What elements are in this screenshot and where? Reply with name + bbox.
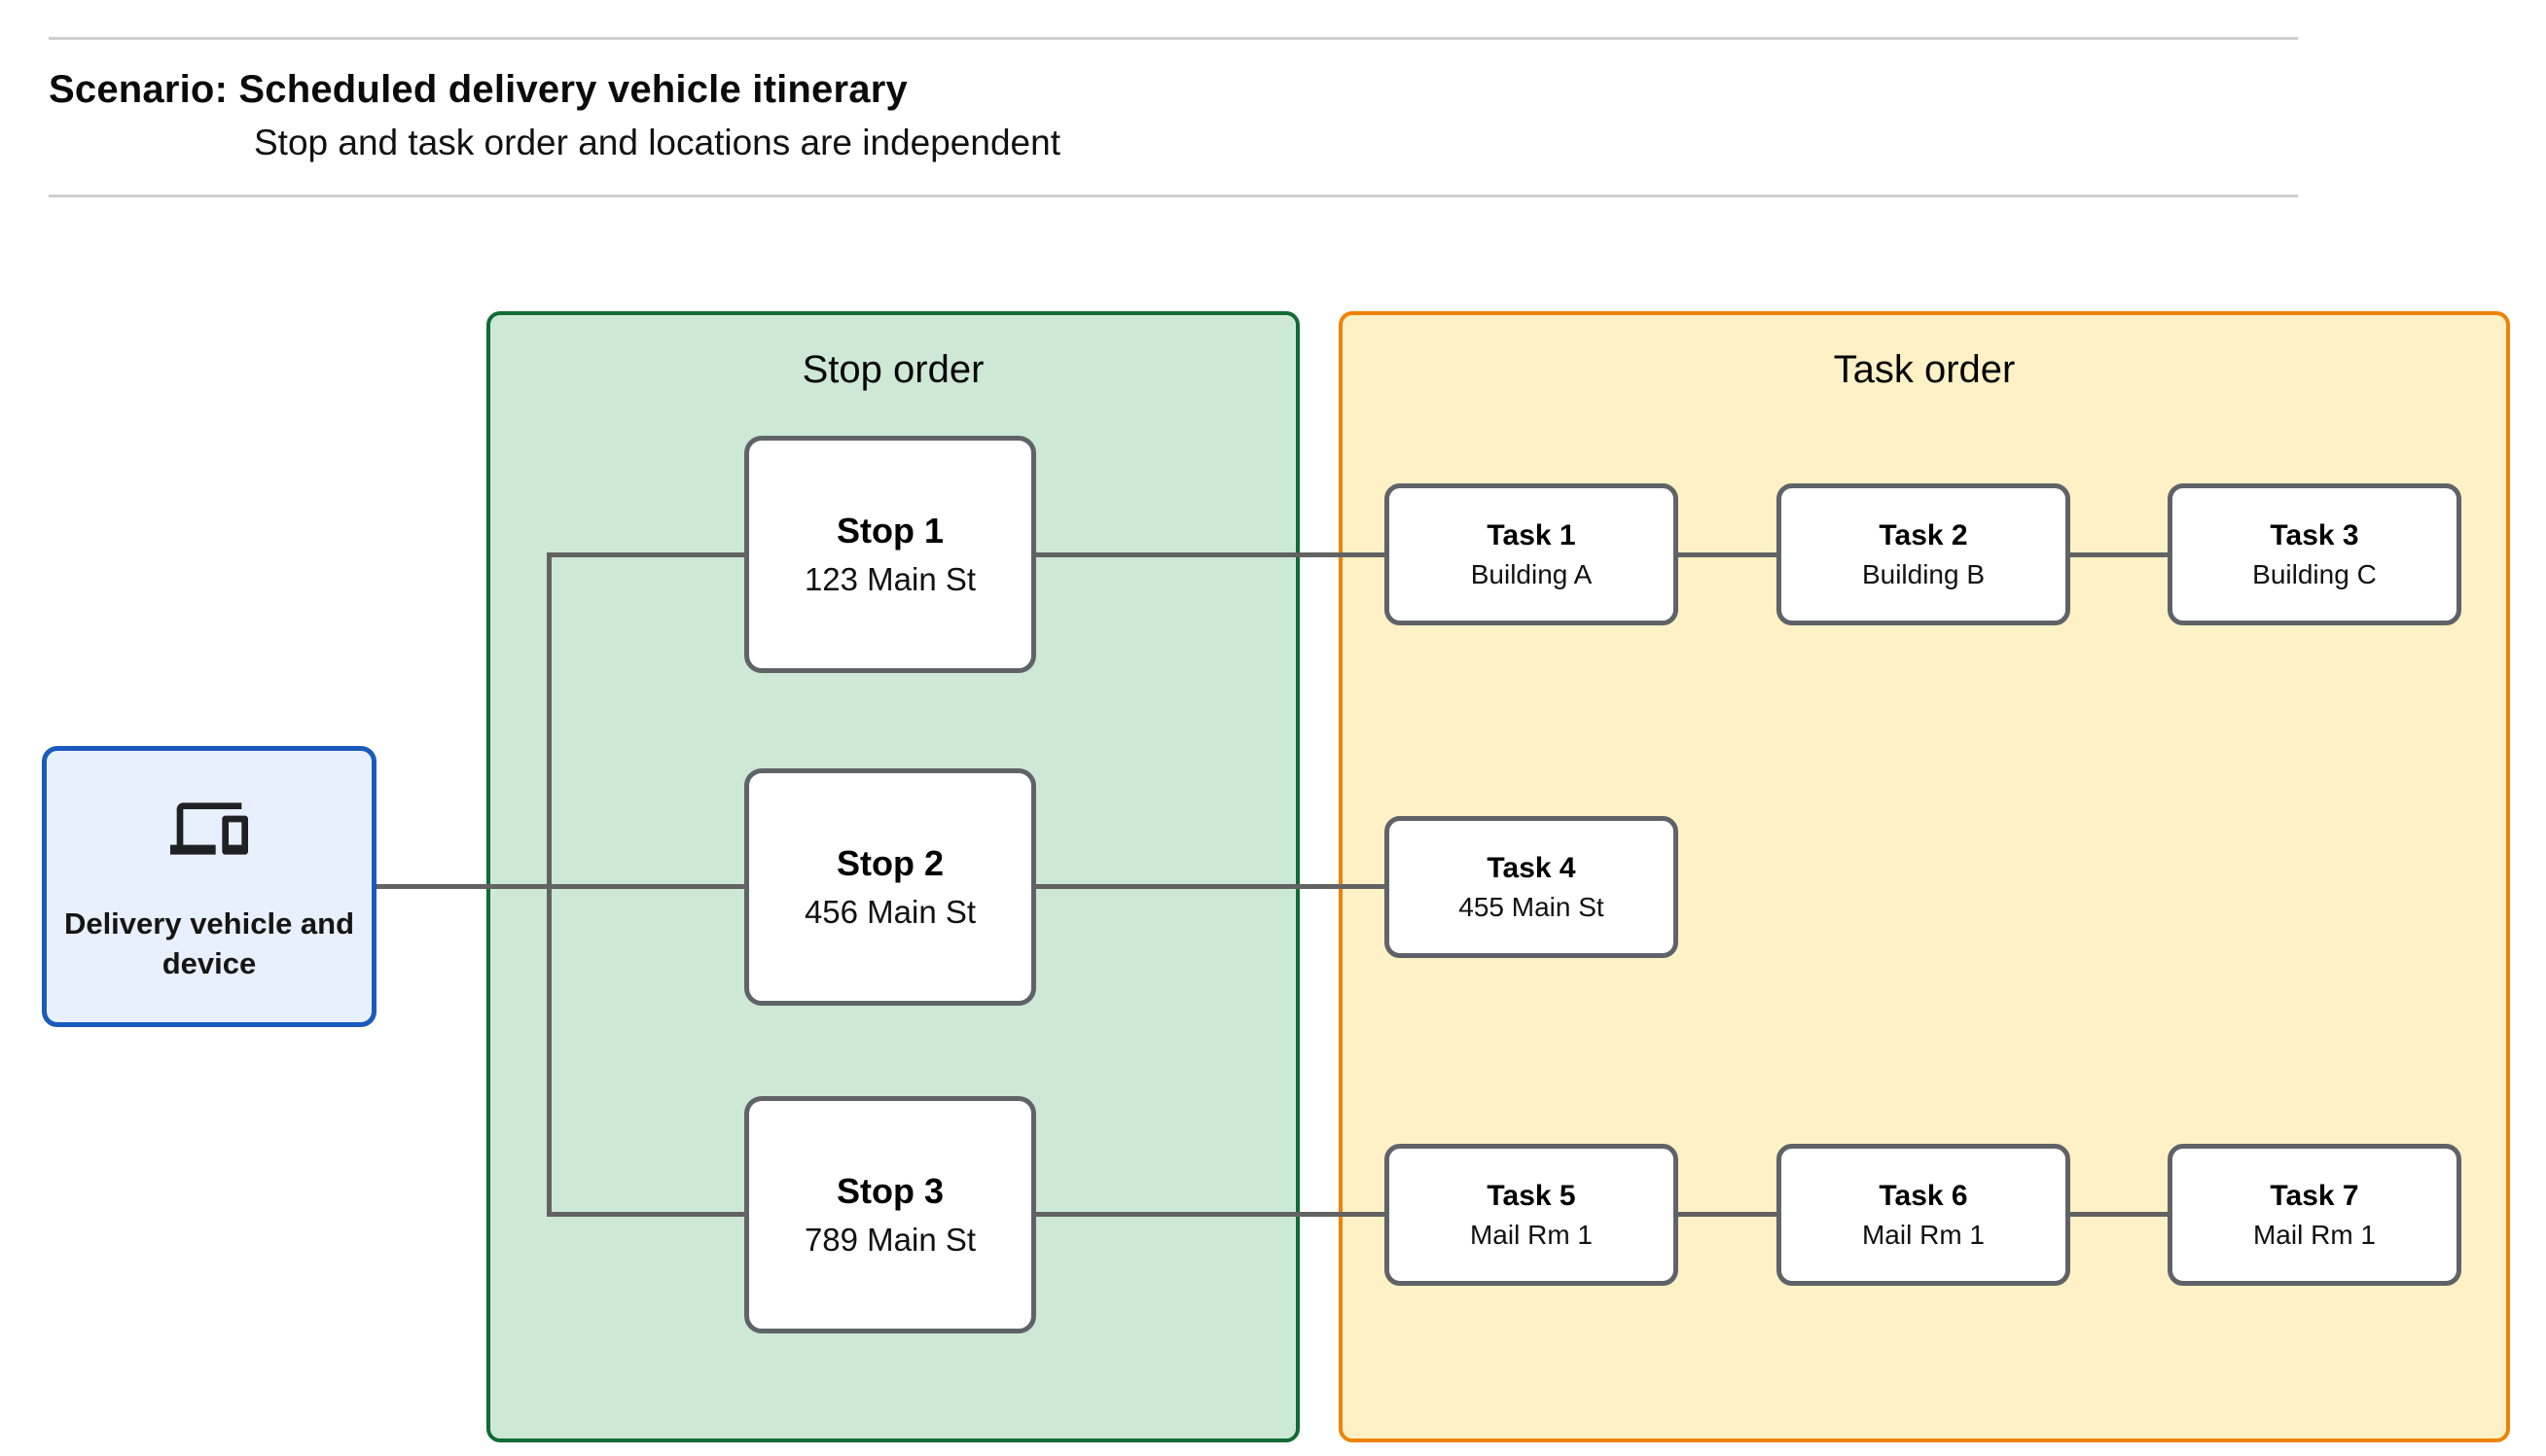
stop-order-title: Stop order [802, 348, 985, 391]
task-7-title: Task 7 [2270, 1179, 2359, 1212]
task-3-node: Task 3 Building C [2168, 483, 2461, 625]
connector-trunk-stop1 [549, 552, 746, 557]
task-4-node: Task 4 455 Main St [1384, 816, 1678, 958]
stop-2-node: Stop 2 456 Main St [744, 768, 1036, 1006]
connector-stop2-task4 [1034, 884, 1386, 889]
delivery-vehicle-node: Delivery vehicle and device [42, 746, 377, 1027]
connector-trunk-stop3 [549, 1212, 746, 1217]
task-6-title: Task 6 [1879, 1179, 1968, 1212]
task-2-location: Building B [1861, 558, 1986, 589]
header-divider [49, 195, 2298, 197]
delivery-vehicle-label: Delivery vehicle and device [63, 906, 355, 980]
connector-task6-task7 [2066, 1212, 2169, 1217]
task-4-location: 455 Main St [1458, 891, 1604, 922]
task-2-node: Task 2 Building B [1776, 483, 2070, 625]
stop-1-location: 123 Main St [804, 561, 977, 597]
task-5-location: Mail Rm 1 [1469, 1219, 1593, 1250]
connector-stop3-task5 [1034, 1212, 1386, 1217]
connector-task5-task6 [1678, 1212, 1778, 1217]
connector-task1-task2 [1678, 552, 1778, 557]
task-1-node: Task 1 Building A [1384, 483, 1678, 625]
top-divider [49, 37, 2298, 40]
page-subtitle: Stop and task order and locations are in… [254, 123, 1060, 162]
stop-2-location: 456 Main St [804, 894, 977, 930]
task-3-location: Building C [2252, 558, 2377, 589]
task-1-title: Task 1 [1487, 518, 1576, 551]
task-order-title: Task order [1833, 348, 2016, 391]
connector-trunk [547, 552, 552, 1217]
task-5-node: Task 5 Mail Rm 1 [1384, 1144, 1678, 1286]
devices-icon [163, 790, 255, 868]
task-6-location: Mail Rm 1 [1861, 1219, 1985, 1250]
task-7-location: Mail Rm 1 [2252, 1219, 2376, 1250]
task-1-location: Building A [1470, 558, 1593, 589]
stop-1-node: Stop 1 123 Main St [744, 436, 1036, 673]
stop-3-location: 789 Main St [804, 1222, 977, 1258]
task-3-title: Task 3 [2270, 518, 2359, 551]
task-2-title: Task 2 [1879, 518, 1968, 551]
task-6-node: Task 6 Mail Rm 1 [1776, 1144, 2070, 1286]
task-7-node: Task 7 Mail Rm 1 [2168, 1144, 2461, 1286]
stop-2-title: Stop 2 [836, 843, 944, 883]
connector-task2-task3 [2066, 552, 2169, 557]
page-title: Scenario: Scheduled delivery vehicle iti… [49, 68, 908, 111]
connector-stop1-task1 [1034, 552, 1386, 557]
stop-3-node: Stop 3 789 Main St [744, 1096, 1036, 1333]
connector-delivery-stop2 [377, 884, 744, 889]
stop-1-title: Stop 1 [836, 511, 944, 550]
task-5-title: Task 5 [1487, 1179, 1576, 1212]
stop-3-title: Stop 3 [836, 1171, 944, 1211]
task-4-title: Task 4 [1487, 851, 1576, 884]
